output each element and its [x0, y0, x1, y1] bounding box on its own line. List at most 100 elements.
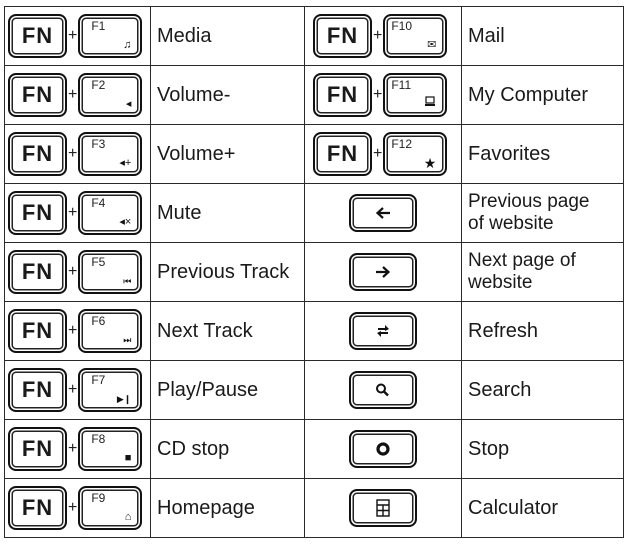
fn-key: FN: [313, 132, 372, 176]
calculator-icon: [376, 499, 390, 517]
table-row: FN + F6⏭ Next Track Refresh: [4, 301, 624, 361]
key-combo-cell: FN + F1♫: [4, 6, 151, 66]
fn-key: FN: [8, 368, 67, 412]
action-label: Play/Pause: [150, 360, 305, 420]
f4-key: F4◂×: [78, 191, 143, 235]
forward-arrow-icon: [376, 266, 391, 278]
key-combo-cell: FN + F4◂×: [4, 183, 151, 243]
key-combo-cell: FN + F11: [304, 65, 462, 125]
plus-sign: +: [373, 86, 383, 103]
stop-circle-icon: [376, 442, 390, 456]
f2-key: F2◂: [78, 73, 143, 117]
table-row: FN + F3◂+ Volume+ FN + F12★ Favorites: [4, 124, 624, 184]
action-label: Mail: [461, 6, 624, 66]
key-combo-cell: FN + F8■: [4, 419, 151, 479]
action-label: My Computer: [461, 65, 624, 125]
fn-key: FN: [313, 14, 372, 58]
action-label: Calculator: [461, 478, 624, 538]
fn-key: FN: [8, 191, 67, 235]
f8-key: F8■: [78, 427, 143, 471]
calculator-key: [349, 489, 417, 527]
plus-sign: +: [68, 145, 78, 162]
key-combo-cell: FN + F3◂+: [4, 124, 151, 184]
table-row: FN + F8■ CD stop Stop: [4, 419, 624, 479]
key-cell: [304, 360, 462, 420]
f11-key: F11: [383, 73, 448, 117]
volume-down-icon: ◂: [125, 98, 132, 110]
f9-key: F9⌂: [78, 486, 143, 530]
key-combo-cell: FN + F10✉: [304, 6, 462, 66]
refresh-key: [349, 312, 417, 350]
stop-square-icon: ■: [124, 452, 132, 464]
fn-key: FN: [8, 486, 67, 530]
star-icon: ★: [423, 155, 437, 171]
key-combo-cell: FN + F9⌂: [4, 478, 151, 538]
refresh-icon: [377, 325, 389, 337]
forward-key: [349, 253, 417, 291]
computer-icon: [425, 96, 436, 110]
fn-key: FN: [8, 73, 67, 117]
volume-up-icon: ◂+: [119, 157, 132, 169]
action-label: Media: [150, 6, 305, 66]
plus-sign: +: [68, 322, 78, 339]
f10-key: F10✉: [383, 14, 448, 58]
fn-key: FN: [8, 250, 67, 294]
plus-sign: +: [68, 440, 78, 457]
plus-sign: +: [68, 499, 78, 516]
action-label: Next Track: [150, 301, 305, 361]
shortcut-table: FN + F1♫ Media FN + F10✉ Mail FN + F2◂ V…: [4, 6, 624, 538]
action-label: Refresh: [461, 301, 624, 361]
table-row: FN + F1♫ Media FN + F10✉ Mail: [4, 6, 624, 66]
key-cell: [304, 478, 462, 538]
fn-key: FN: [8, 309, 67, 353]
action-label: CD stop: [150, 419, 305, 479]
fn-key: FN: [8, 14, 67, 58]
table-row: FN + F7▶❙ Play/Pause Search: [4, 360, 624, 420]
plus-sign: +: [68, 263, 78, 280]
plus-sign: +: [68, 86, 78, 103]
back-key: [349, 194, 417, 232]
fn-key: FN: [8, 427, 67, 471]
key-cell: [304, 183, 462, 243]
f12-key: F12★: [383, 132, 448, 176]
action-label: Volume-: [150, 65, 305, 125]
plus-sign: +: [68, 381, 78, 398]
action-label: Search: [461, 360, 624, 420]
next-track-icon: ⏭: [123, 335, 132, 345]
plus-sign: +: [68, 27, 78, 44]
play-pause-icon: ▶❙: [116, 394, 132, 404]
stop-key: [349, 430, 417, 468]
key-combo-cell: FN + F6⏭: [4, 301, 151, 361]
back-arrow-icon: [375, 207, 390, 219]
mute-icon: ◂×: [119, 216, 132, 228]
key-combo-cell: FN + F5⏮: [4, 242, 151, 302]
search-key: [349, 371, 417, 409]
f7-key: F7▶❙: [78, 368, 143, 412]
plus-sign: +: [373, 27, 383, 44]
key-cell: [304, 301, 462, 361]
action-label: Stop: [461, 419, 624, 479]
action-label: Volume+: [150, 124, 305, 184]
fn-key: FN: [8, 132, 67, 176]
key-cell: [304, 242, 462, 302]
f6-key: F6⏭: [78, 309, 143, 353]
action-label: Homepage: [150, 478, 305, 538]
previous-track-icon: ⏮: [123, 276, 132, 286]
table-row: FN + F2◂ Volume- FN + F11 My Computer: [4, 65, 624, 125]
plus-sign: +: [373, 145, 383, 162]
key-combo-cell: FN + F12★: [304, 124, 462, 184]
action-label: Favorites: [461, 124, 624, 184]
table-row: FN + F9⌂ Homepage Calculator: [4, 478, 624, 538]
f3-key: F3◂+: [78, 132, 143, 176]
key-combo-cell: FN + F2◂: [4, 65, 151, 125]
mail-icon: ✉: [427, 39, 437, 51]
f1-key: F1♫: [78, 14, 143, 58]
action-label: Mute: [150, 183, 305, 243]
f5-key: F5⏮: [78, 250, 143, 294]
home-icon: ⌂: [124, 511, 132, 523]
action-label: Previous Track: [150, 242, 305, 302]
